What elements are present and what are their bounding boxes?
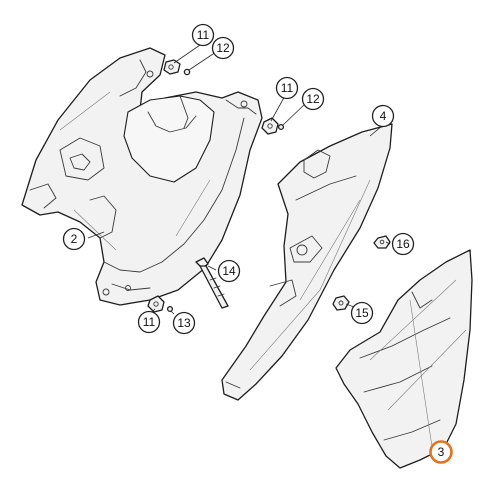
callout-11-bottom[interactable]: 11 (137, 310, 161, 334)
screw-12-top (183, 68, 191, 76)
nut-11-top (163, 59, 181, 75)
part-3-side-cover (335, 249, 473, 469)
nut-11-mid (261, 117, 279, 135)
nut-15 (332, 295, 350, 311)
callout-11-top[interactable]: 11 (191, 23, 215, 47)
nut-16 (373, 235, 391, 249)
bolt-14 (195, 257, 229, 309)
callout-11-mid[interactable]: 11 (275, 76, 299, 100)
callout-4-label: 4 (380, 109, 387, 123)
callout-14-label: 14 (222, 264, 236, 278)
callout-13[interactable]: 13 (172, 311, 196, 335)
nut-11-bottom (147, 295, 165, 313)
callout-11-mid-label: 11 (281, 81, 294, 95)
callout-16-label: 16 (396, 237, 410, 251)
callout-14[interactable]: 14 (217, 259, 241, 283)
callout-15-label: 15 (355, 306, 369, 320)
callout-3-label: 3 (438, 445, 445, 459)
screw-13 (166, 305, 174, 313)
callout-12-top-label: 12 (216, 41, 230, 55)
callout-4[interactable]: 4 (371, 104, 395, 128)
hardware (147, 59, 391, 313)
callout-3-highlighted[interactable]: 3 (429, 440, 453, 464)
callout-12-mid-label: 12 (306, 92, 320, 106)
callout-15[interactable]: 15 (350, 301, 374, 325)
callout-2-label: 2 (71, 232, 78, 246)
callout-2[interactable]: 2 (62, 227, 86, 251)
part-2-frame-cover (21, 47, 263, 306)
screw-12-mid (277, 123, 285, 131)
part-4-side-panel (221, 123, 393, 401)
callout-11-top-label: 11 (197, 28, 210, 42)
callout-16[interactable]: 16 (391, 232, 415, 256)
callout-12-top[interactable]: 12 (211, 36, 235, 60)
callout-11-bottom-label: 11 (143, 315, 156, 329)
callout-13-label: 13 (177, 316, 191, 330)
callout-12-mid[interactable]: 12 (301, 87, 325, 111)
